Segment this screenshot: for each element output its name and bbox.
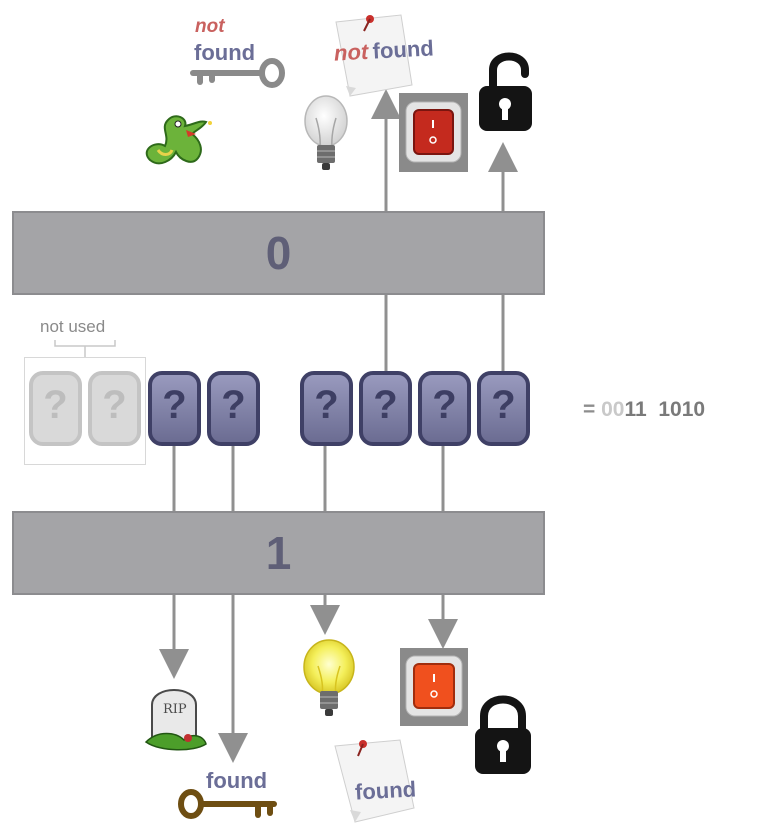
key-grey-icon <box>190 58 285 88</box>
note-top-text: not found <box>333 35 434 66</box>
binary-equals: = <box>583 398 596 421</box>
connector-lines <box>172 445 445 513</box>
binary-unused-bits: 00 <box>601 398 625 421</box>
note-paper-bottom-icon <box>334 739 415 823</box>
card-unused <box>88 371 141 446</box>
key-not-label: not <box>195 16 225 37</box>
lightbulb-off-icon <box>304 95 348 170</box>
key-found-label: found <box>194 40 256 65</box>
card-glyph: ? <box>491 383 516 427</box>
card-unused <box>29 371 82 446</box>
rip-tombstone-icon <box>144 689 207 751</box>
band-one: 1 <box>12 511 545 595</box>
not-used-bracket <box>54 340 116 357</box>
padlock-closed-icon <box>475 695 531 774</box>
card-glyph: ? <box>221 383 246 427</box>
card-glyph: ? <box>102 383 127 427</box>
binary-readout: = 0011 1010 <box>583 398 705 422</box>
lightbulb-on-icon <box>303 639 355 716</box>
key-brass-icon <box>178 789 277 819</box>
orange-switch-icon <box>400 648 468 726</box>
band-zero: 0 <box>12 211 545 295</box>
card-glyph: ? <box>432 383 457 427</box>
red-switch-icon <box>399 93 468 172</box>
padlock-open-icon <box>479 52 532 131</box>
note-paper-top-icon <box>335 14 413 97</box>
dragon-icon <box>145 115 212 165</box>
note-top-not: not <box>333 38 369 66</box>
note-top-found: found <box>371 35 435 64</box>
bottom-note-found-label: found <box>354 776 417 805</box>
bottom-key-found-label: found <box>206 768 268 793</box>
down-arrows <box>159 594 458 763</box>
card-glyph: ? <box>314 383 339 427</box>
card-glyph: ? <box>373 383 398 427</box>
rip-label: RIP <box>163 702 187 717</box>
band-one-label: 1 <box>265 527 292 579</box>
binary-used-bits: 11 1010 <box>624 398 706 421</box>
card-glyph: ? <box>43 383 68 427</box>
not-used-label: not used <box>40 317 106 336</box>
card-glyph: ? <box>162 383 187 427</box>
band-zero-label: 0 <box>265 227 292 279</box>
